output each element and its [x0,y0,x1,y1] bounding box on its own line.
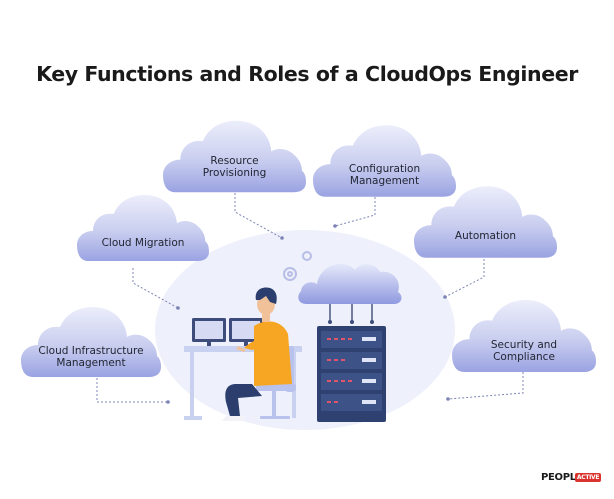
label-line: Cloud Infrastructure [38,345,144,357]
label-line: Security and [490,339,558,351]
diagram-title: Key Functions and Roles of a CloudOps En… [36,62,578,86]
label-line: Provisioning [202,166,267,179]
cloud-cloud-migration [77,195,209,261]
label-line: Compliance [493,350,555,363]
connector-lines [96,193,524,403]
label-line: Management [56,356,126,369]
label-automation: Automation [414,230,557,243]
engineer-person [222,287,292,421]
gear-icon [283,251,312,281]
label-resource-provisioning: Resource Provisioning [163,155,306,179]
brand-logo: PEOPLACTIVE [541,472,602,483]
monitor-icon [192,318,263,346]
network-cables [329,304,373,322]
label-configuration-management: Configuration Management [313,163,456,187]
label-line: Management [349,174,420,187]
label-line: Automation [454,230,517,242]
label-line: Cloud Migration [101,237,185,249]
server-rack-icon [317,326,386,422]
cloud-automation [414,186,557,258]
label-cloud-migration: Cloud Migration [72,237,214,250]
label-security-and-compliance: Security and Compliance [452,339,596,363]
logo-badge: ACTIVE [574,472,602,482]
label-cloud-infrastructure-management: Cloud Infrastructure Management [18,345,164,369]
server-cloud-icon [298,263,402,304]
label-line: Configuration [348,163,421,175]
label-line: Resource [210,155,259,167]
logo-text: PEOPL [541,472,576,483]
